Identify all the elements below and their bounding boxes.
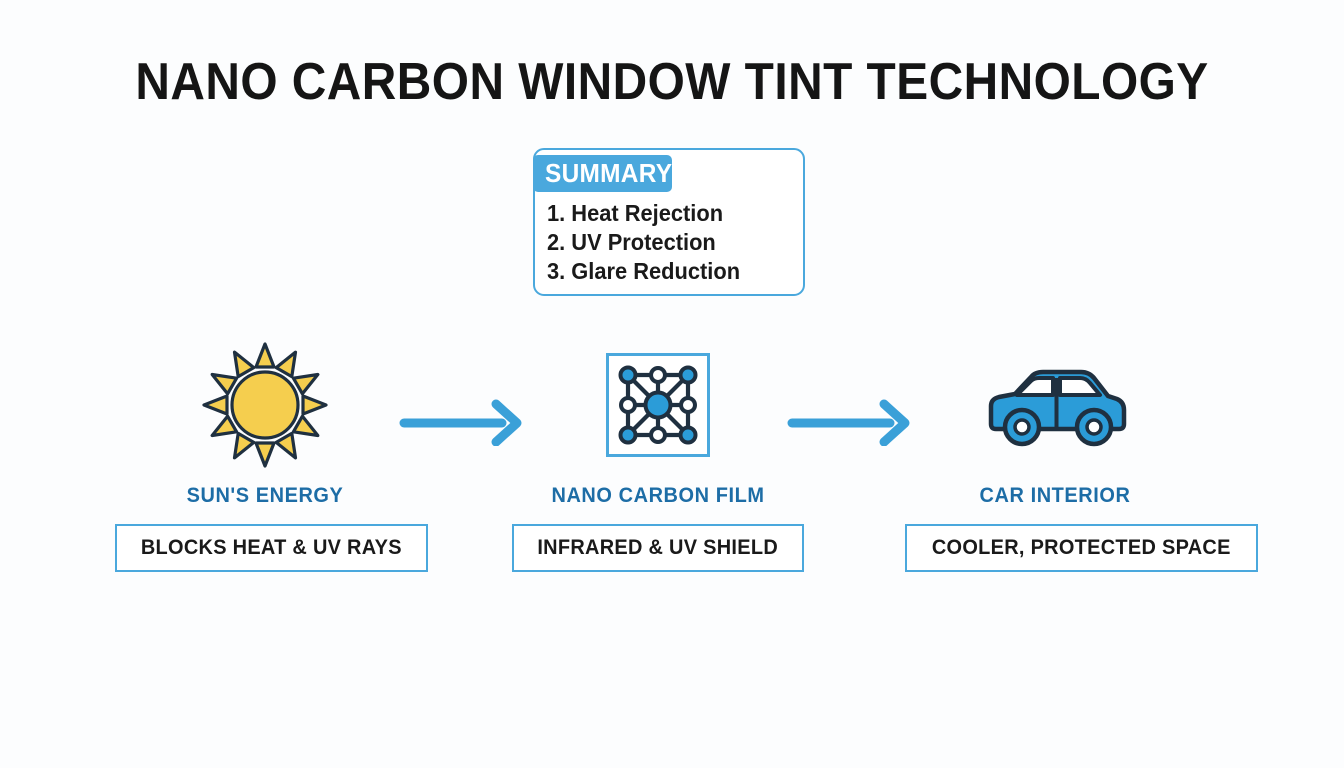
car-icon bbox=[988, 369, 1127, 447]
car-icon-slot bbox=[905, 340, 1205, 470]
page-title: NANO CARBON WINDOW TINT TECHNOLOGY bbox=[135, 53, 1209, 111]
summary-list-item: 2. UV Protection bbox=[547, 229, 716, 255]
flow-step-sun: SUN'S ENERGY BLOCKS HEAT & UV RAYS bbox=[115, 340, 428, 572]
flow-step-box-car: COOLER, PROTECTED SPACE bbox=[905, 524, 1258, 572]
arrow-right-icon bbox=[399, 399, 522, 447]
flow-step-film: NANO CARBON FILM INFRARED & UV SHIELD bbox=[508, 340, 808, 572]
nano-carbon-lattice-icon bbox=[618, 365, 698, 445]
film-frame bbox=[606, 353, 710, 457]
flow-step-box-film: INFRARED & UV SHIELD bbox=[512, 524, 804, 572]
flow-step-box-text-car: COOLER, PROTECTED SPACE bbox=[931, 536, 1231, 559]
sun-icon-slot bbox=[115, 340, 415, 470]
flow-step-label-film: NANO CARBON FILM bbox=[551, 484, 765, 507]
summary-list-item: 1. Heat Rejection bbox=[547, 200, 724, 226]
flow-step-label-car: CAR INTERIOR bbox=[979, 484, 1131, 507]
sun-icon bbox=[202, 342, 328, 468]
flow-step-box-text-film: INFRARED & UV SHIELD bbox=[537, 536, 779, 559]
flow-step-label-sun: SUN'S ENERGY bbox=[186, 484, 344, 507]
arrow-film-to-car bbox=[786, 398, 916, 447]
arrow-right-icon bbox=[787, 399, 910, 447]
flow-step-car: CAR INTERIOR COOLER, PROTECTED SPACE bbox=[905, 340, 1258, 572]
summary-header-label: SUMMARY: bbox=[545, 158, 679, 188]
summary-header-tab: SUMMARY: bbox=[533, 155, 679, 192]
flow-step-box-sun: BLOCKS HEAT & UV RAYS bbox=[115, 524, 428, 572]
summary-list-item: 3. Glare Reduction bbox=[547, 258, 741, 284]
summary-list: 1. Heat Rejection 2. UV Protection 3. Gl… bbox=[547, 199, 797, 286]
film-icon-slot bbox=[508, 340, 808, 470]
flow-step-box-text-sun: BLOCKS HEAT & UV RAYS bbox=[140, 536, 402, 559]
arrow-sun-to-film bbox=[398, 398, 528, 447]
